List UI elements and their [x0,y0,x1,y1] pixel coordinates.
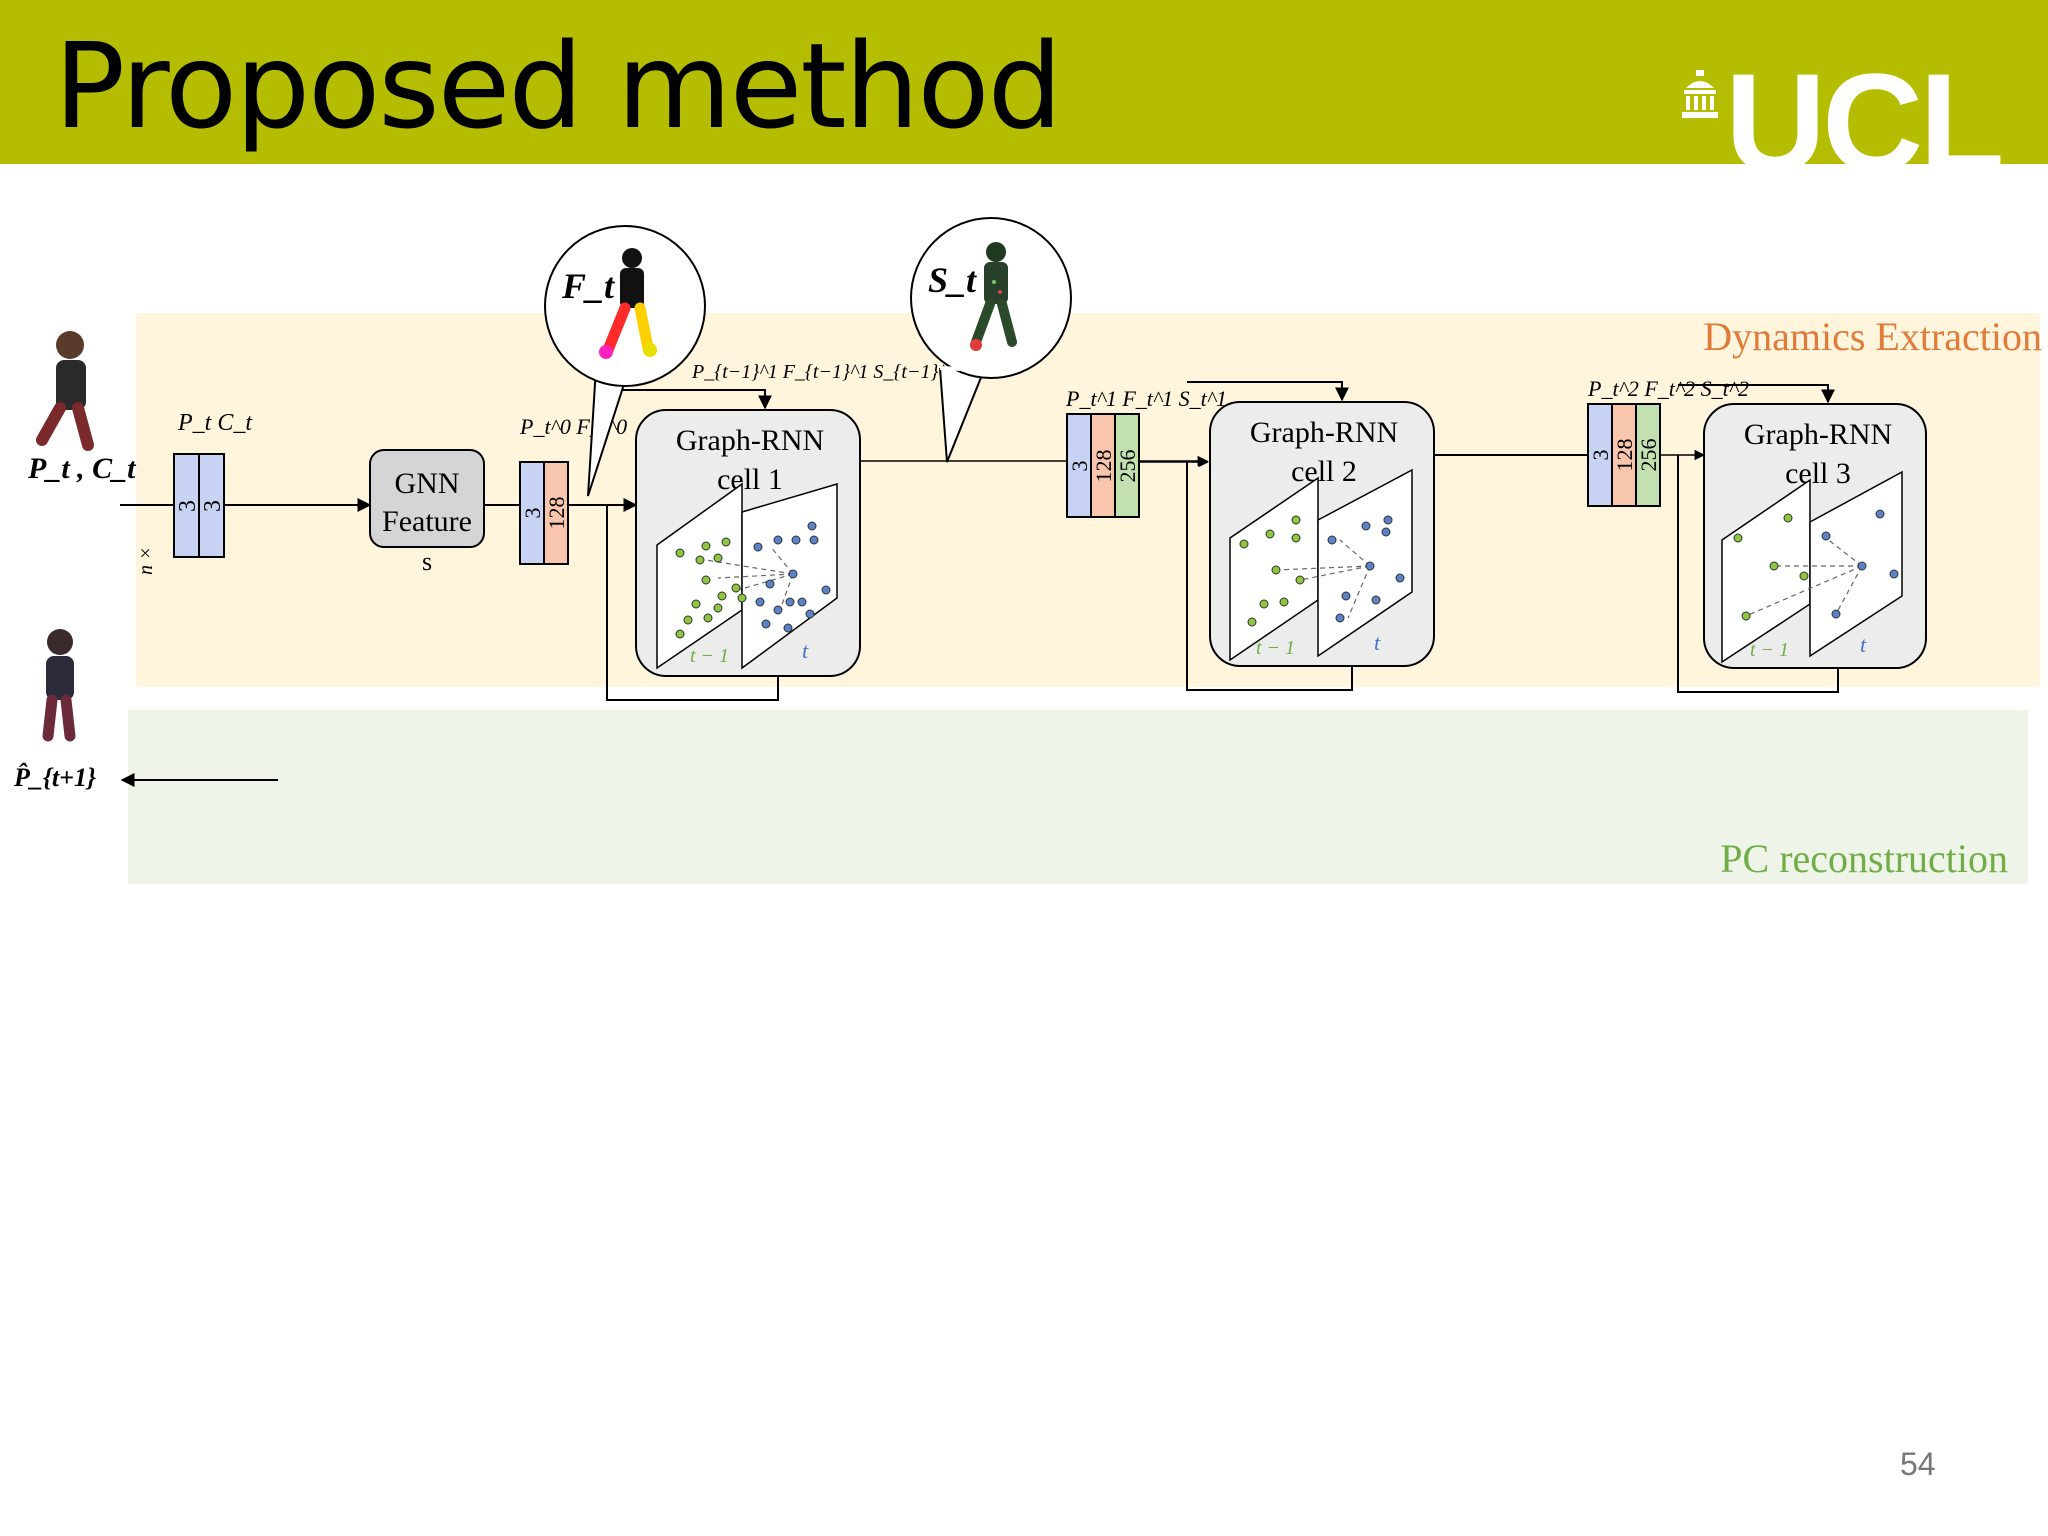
output-label: P̂_{t+1} [13,763,96,792]
bubble-s-label: S_t [928,260,977,300]
cell1-time-curr: t [802,638,809,663]
cell1-time-prev: t − 1 [690,645,729,667]
input-person-icon [36,331,94,451]
pfs1-label: P_t^1 F_t^1 S_t^1 [1065,386,1227,411]
cell3-subtitle: cell 3 [1785,457,1851,490]
cell3-time-prev: t − 1 [1750,639,1789,661]
pfs2-value: 3 [1588,450,1613,461]
n-times-label: n × [135,547,157,576]
cell2-points-prev [1239,515,1305,627]
slide-header [0,0,2048,164]
dynamics-label: Dynamics Extraction [1703,314,2042,359]
cell3-title: Graph-RNN [1744,418,1892,451]
gnn-label: GNN [395,467,460,500]
cell2-points-curr [1327,515,1405,623]
cell1-points-curr [753,521,831,633]
ucl-logo: UCL [1725,44,2005,201]
input-block: 3 3 [173,453,226,558]
input-block-value: 3 [175,500,201,512]
pc-reconstruction-panel [128,710,2028,884]
pc-reconstruction-label: PC reconstruction [1720,836,2008,881]
input-block-label: P_t C_t [177,410,253,436]
cell2-title: Graph-RNN [1250,416,1398,449]
cell1-title: Graph-RNN [676,424,824,457]
gnn-label: s [422,547,432,576]
bubble-f-label: F_t [561,266,615,306]
cell3-points-curr [1821,509,1899,619]
pfs1-value: 128 [1091,450,1116,483]
pf0-value: 128 [544,497,569,530]
pfs1-value: 3 [1067,461,1092,472]
pfs1-block: 3 128 256 [1066,413,1140,518]
output-person-icon [42,629,76,742]
pfs2-value: 256 [1636,439,1661,472]
pfs2-value: 128 [1612,439,1637,472]
page-number: 54 [1900,1446,1936,1482]
cell1-points-prev [675,537,747,639]
gnn-block [369,449,485,548]
cell2-time-prev: t − 1 [1256,637,1295,659]
pf0-value: 3 [520,508,545,519]
cell2-time-curr: t [1374,630,1381,655]
segmented-person-icon [599,248,657,359]
point-cloud-person-icon [970,242,1017,351]
slide-title: Proposed method [54,17,1062,155]
pfs2-block: 3 128 256 [1587,403,1661,507]
pfs1-value: 256 [1115,450,1140,483]
pf0-block: 3 128 [519,461,569,565]
input-block-value: 3 [200,500,226,512]
ucl-portico-icon [1682,70,1718,118]
gnn-label: Feature [382,505,472,538]
cell3-points-prev [1733,513,1809,621]
feedback1-label: P_{t−1}^1 F_{t−1}^1 S_{t−1}^1 [691,361,957,383]
input-label: P_t , C_t [27,452,137,485]
pfs2-label: P_t^2 F_t^2 S_t^2 [1587,376,1749,401]
cell3-time-curr: t [1860,632,1867,657]
cell2-subtitle: cell 2 [1291,455,1357,488]
cell1-subtitle: cell 1 [717,463,783,496]
